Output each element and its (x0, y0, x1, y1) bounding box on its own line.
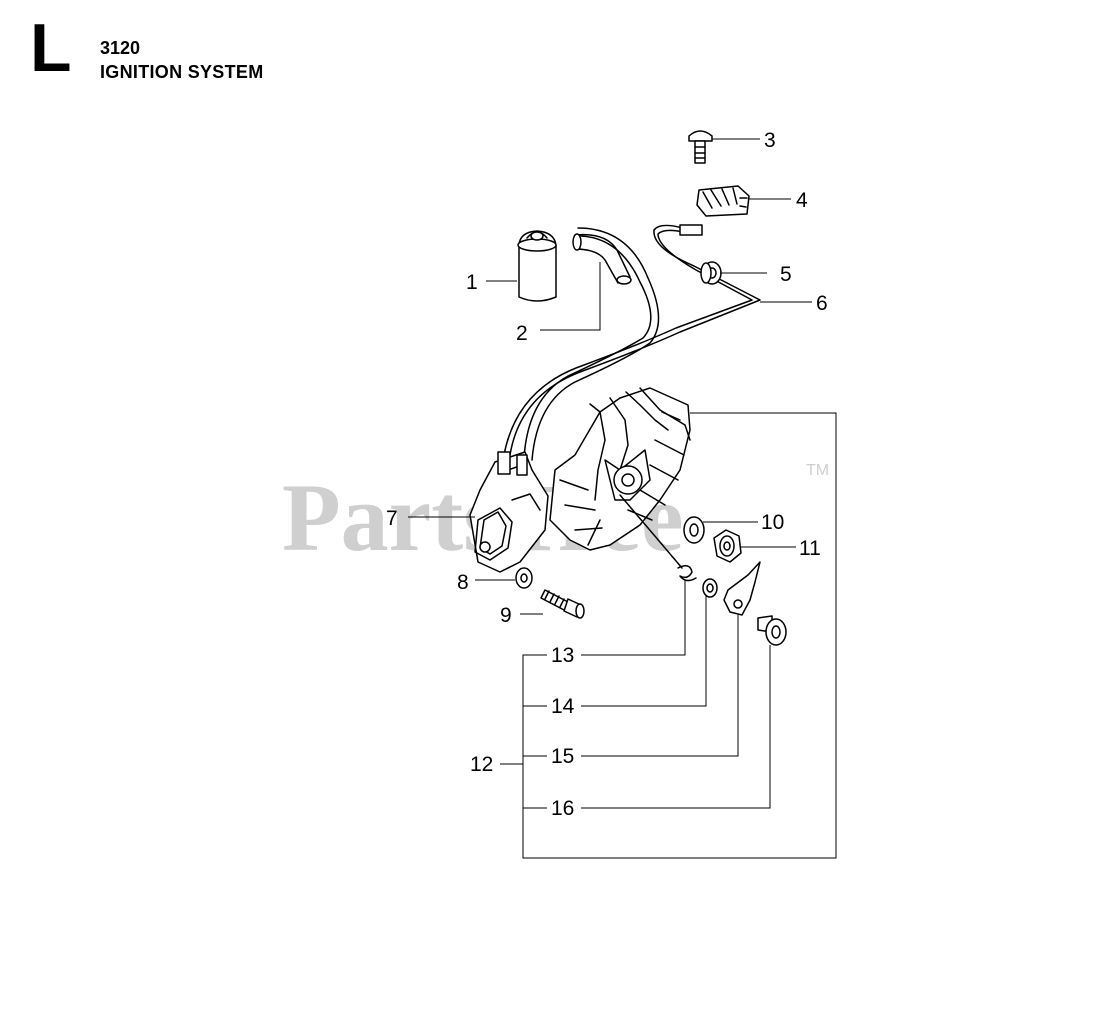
ignition-module-part-7 (469, 451, 549, 573)
short-circuit-cable-part-6 (509, 224, 761, 456)
callout-16: 16 (551, 797, 574, 820)
spring-part-13 (677, 565, 697, 582)
pawl-screw-part-16 (757, 615, 787, 646)
callout-15: 15 (551, 745, 574, 768)
nut-part-11 (713, 529, 742, 563)
model-number: 3120 (100, 38, 141, 58)
section-letter: L (30, 10, 72, 86)
callout-14: 14 (551, 695, 575, 718)
terminal-connector-part-4 (696, 185, 750, 217)
pawl-part-15 (723, 561, 761, 616)
spark-plug-cap-part-1 (517, 230, 557, 302)
bolt-part-9 (540, 589, 585, 619)
section-title: IGNITION SYSTEM (100, 62, 264, 82)
washer-part-10 (683, 516, 705, 544)
callout-9: 9 (500, 604, 512, 627)
washer-part-14 (702, 578, 718, 598)
callout-13: 13 (551, 644, 574, 667)
callout-7: 7 (386, 507, 398, 530)
watermark-trademark: TM (806, 462, 829, 479)
callout-8: 8 (457, 571, 469, 594)
screw-part-3 (688, 130, 713, 164)
grommet-part-5 (700, 261, 722, 285)
callout-2: 2 (516, 322, 528, 345)
callout-11: 11 (799, 537, 821, 560)
callout-1: 1 (466, 271, 478, 294)
flywheel (549, 387, 691, 569)
callout-10: 10 (761, 511, 784, 534)
callout-4: 4 (796, 189, 808, 212)
boot-hose-part-2 (572, 233, 632, 285)
callout-6: 6 (816, 292, 828, 315)
washer-part-8 (515, 567, 533, 589)
callout-5: 5 (780, 263, 792, 286)
ignition-lead-wire (531, 227, 660, 461)
callout-3: 3 (764, 129, 776, 152)
callout-12: 12 (470, 753, 493, 776)
